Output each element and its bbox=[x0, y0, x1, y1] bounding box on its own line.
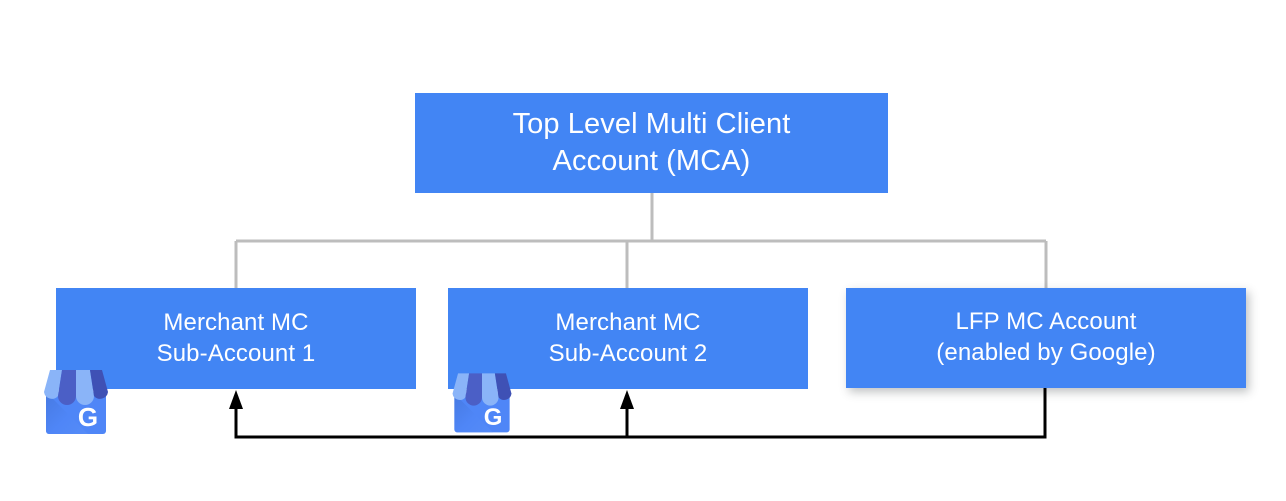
node-merchant-sub-account-2-label: Merchant MC Sub-Account 2 bbox=[548, 308, 708, 367]
google-business-profile-icon: G bbox=[44, 370, 108, 434]
arrowhead-sub1 bbox=[229, 390, 243, 409]
node-merchant-sub-account-1-label: Merchant MC Sub-Account 1 bbox=[156, 308, 316, 367]
node-merchant-sub-account-2[interactable]: Merchant MC Sub-Account 2 bbox=[448, 288, 808, 389]
node-top-level-mca[interactable]: Top Level Multi Client Account (MCA) bbox=[415, 93, 888, 193]
arrowhead-sub2 bbox=[620, 390, 634, 409]
google-g-letter: G bbox=[484, 404, 503, 431]
node-lfp-mc-account[interactable]: LFP MC Account (enabled by Google) bbox=[846, 288, 1246, 388]
flow-path-lfp-to-subs bbox=[234, 388, 1047, 439]
node-lfp-mc-account-label: LFP MC Account (enabled by Google) bbox=[936, 308, 1156, 366]
node-top-level-mca-label: Top Level Multi Client Account (MCA) bbox=[512, 107, 791, 177]
node-merchant-sub-account-1[interactable]: Merchant MC Sub-Account 1 bbox=[56, 288, 416, 389]
google-g-letter: G bbox=[78, 402, 98, 432]
google-business-profile-icon: G bbox=[452, 373, 512, 433]
